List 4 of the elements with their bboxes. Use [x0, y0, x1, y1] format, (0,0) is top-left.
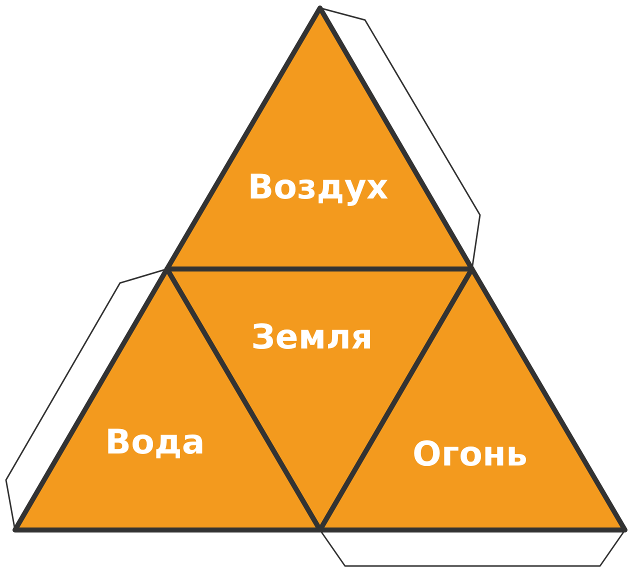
face-label: Огонь: [412, 436, 528, 474]
face-label: Вода: [105, 424, 205, 462]
face-label: Земля: [251, 319, 373, 357]
face-label: Воздух: [248, 169, 388, 207]
